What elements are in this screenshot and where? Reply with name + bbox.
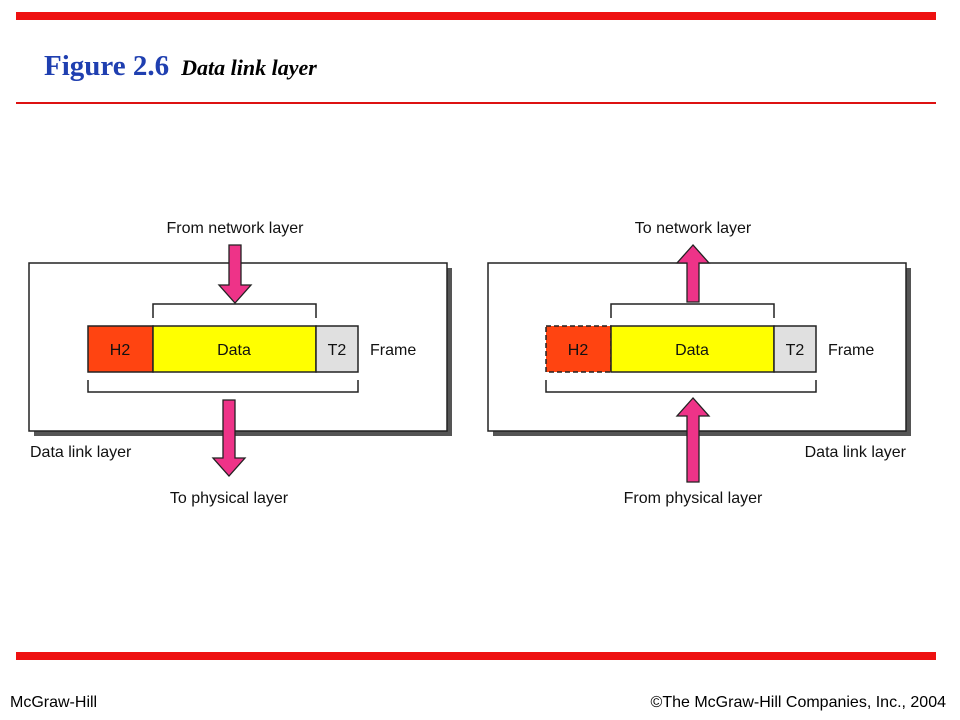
down-arrow-to-physical [211, 399, 247, 477]
up-arrow-from-physical [675, 397, 711, 483]
sender-panel: From network layer H2 Data T2 Frame Data… [28, 220, 452, 507]
footer-publisher: McGraw-Hill [10, 694, 98, 711]
receiver-box-label: Data link layer [805, 444, 907, 461]
receiver-trailer-label: T2 [786, 342, 805, 359]
receiver-frame-label: Frame [828, 342, 874, 359]
sender-trailer-t2 [315, 325, 359, 373]
receiver-data-bracket [610, 303, 775, 318]
sender-frame-bracket [87, 380, 359, 393]
sender-header-h2 [87, 325, 154, 373]
figure-caption: Data link layer [181, 55, 317, 80]
receiver-frame-bracket [545, 380, 817, 393]
sender-data-bracket [152, 303, 317, 318]
receiver-data-block [610, 325, 775, 373]
receiver-bottom-label: From physical layer [624, 490, 763, 507]
sender-frame-label: Frame [370, 342, 416, 359]
page-title: Figure 2.6 Data link layer [44, 46, 317, 83]
receiver-top-label: To network layer [635, 220, 752, 237]
sender-box-label: Data link layer [30, 444, 132, 461]
sender-top-label: From network layer [167, 220, 305, 237]
up-arrow-to-network [675, 244, 711, 303]
receiver-header-label: H2 [568, 342, 589, 359]
title-underline [16, 102, 936, 104]
receiver-trailer-t2 [773, 325, 817, 373]
down-arrow-from-network [217, 244, 253, 304]
receiver-data-label: Data [675, 342, 709, 359]
receiver-panel: To network layer H2 Data T2 Frame Data l… [487, 220, 911, 507]
footer-copyright: ©The McGraw-Hill Companies, Inc., 2004 [650, 694, 946, 711]
bottom-red-rule [16, 652, 936, 660]
sender-data-label: Data [217, 342, 251, 359]
sender-bottom-label: To physical layer [170, 490, 289, 507]
sender-header-label: H2 [110, 342, 131, 359]
sender-trailer-label: T2 [328, 342, 347, 359]
figure-number: Figure 2.6 [44, 50, 170, 82]
top-red-rule [16, 12, 936, 20]
